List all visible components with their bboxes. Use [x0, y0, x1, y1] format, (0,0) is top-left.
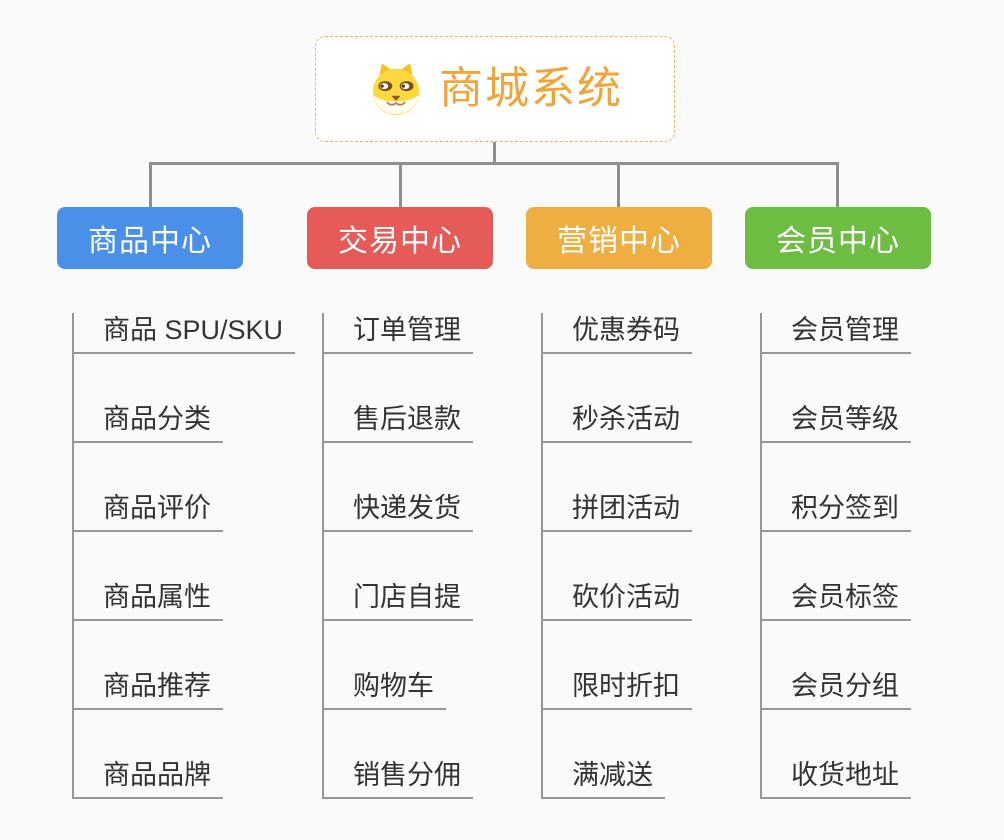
leaf-node[interactable]: 收货地址	[762, 758, 911, 799]
branch-children-trade-center: 订单管理 售后退款 快递发货 门店自提 购物车 销售分佣	[322, 313, 473, 799]
branch-node-product-center[interactable]: 商品中心	[57, 207, 243, 269]
branch-column-product-center: 商品中心 商品 SPU/SKU 商品分类 商品评价 商品属性 商品推荐 商品品牌	[57, 207, 297, 799]
leaf-node[interactable]: 快递发货	[324, 491, 473, 532]
branch-node-marketing-center[interactable]: 营销中心	[526, 207, 712, 269]
branch-label: 会员中心	[776, 225, 900, 258]
leaf-node[interactable]: 满减送	[543, 758, 665, 799]
leaf-node[interactable]: 购物车	[324, 669, 446, 710]
leaf-node[interactable]: 会员等级	[762, 402, 911, 443]
shiba-dog-logo-icon	[372, 64, 420, 116]
root-topic-mall-system[interactable]: 商城系统	[315, 36, 675, 142]
branch-column-marketing-center: 营销中心 优惠券码 秒杀活动 拼团活动 砍价活动 限时折扣 满减送	[526, 207, 766, 799]
leaf-node[interactable]: 商品 SPU/SKU	[74, 313, 296, 354]
leaf-node[interactable]: 售后退款	[324, 402, 473, 443]
connector-horizontal-bus	[149, 162, 839, 165]
leaf-node[interactable]: 商品评价	[74, 491, 223, 532]
leaf-node[interactable]: 商品推荐	[74, 669, 223, 710]
connector-drop-branch-2	[399, 162, 402, 208]
connector-drop-branch-1	[149, 162, 152, 208]
leaf-node[interactable]: 商品品牌	[74, 758, 223, 799]
branch-column-member-center: 会员中心 会员管理 会员等级 积分签到 会员标签 会员分组 收货地址	[745, 207, 985, 799]
connector-drop-branch-3	[617, 162, 620, 208]
leaf-node[interactable]: 砍价活动	[543, 580, 692, 621]
branch-column-trade-center: 交易中心 订单管理 售后退款 快递发货 门店自提 购物车 销售分佣	[307, 207, 547, 799]
branch-children-marketing-center: 优惠券码 秒杀活动 拼团活动 砍价活动 限时折扣 满减送	[541, 313, 692, 799]
leaf-node[interactable]: 秒杀活动	[543, 402, 692, 443]
leaf-node[interactable]: 积分签到	[762, 491, 911, 532]
leaf-node[interactable]: 会员分组	[762, 669, 911, 710]
leaf-node[interactable]: 限时折扣	[543, 669, 692, 710]
branch-children-product-center: 商品 SPU/SKU 商品分类 商品评价 商品属性 商品推荐 商品品牌	[72, 313, 296, 799]
branch-label: 交易中心	[338, 225, 462, 258]
connector-root-stem	[493, 142, 496, 163]
leaf-node[interactable]: 会员标签	[762, 580, 911, 621]
leaf-node[interactable]: 销售分佣	[324, 758, 473, 799]
connector-drop-branch-4	[836, 162, 839, 208]
leaf-node[interactable]: 优惠券码	[543, 313, 692, 354]
branch-children-member-center: 会员管理 会员等级 积分签到 会员标签 会员分组 收货地址	[760, 313, 911, 799]
branch-node-member-center[interactable]: 会员中心	[745, 207, 931, 269]
root-topic-title: 商城系统	[439, 64, 623, 113]
leaf-node[interactable]: 会员管理	[762, 313, 911, 354]
branch-node-trade-center[interactable]: 交易中心	[307, 207, 493, 269]
branch-label: 商品中心	[88, 225, 212, 258]
leaf-node[interactable]: 拼团活动	[543, 491, 692, 532]
leaf-node[interactable]: 商品分类	[74, 402, 223, 443]
branch-label: 营销中心	[557, 225, 681, 258]
leaf-node[interactable]: 订单管理	[324, 313, 473, 354]
leaf-node[interactable]: 门店自提	[324, 580, 473, 621]
leaf-node[interactable]: 商品属性	[74, 580, 223, 621]
